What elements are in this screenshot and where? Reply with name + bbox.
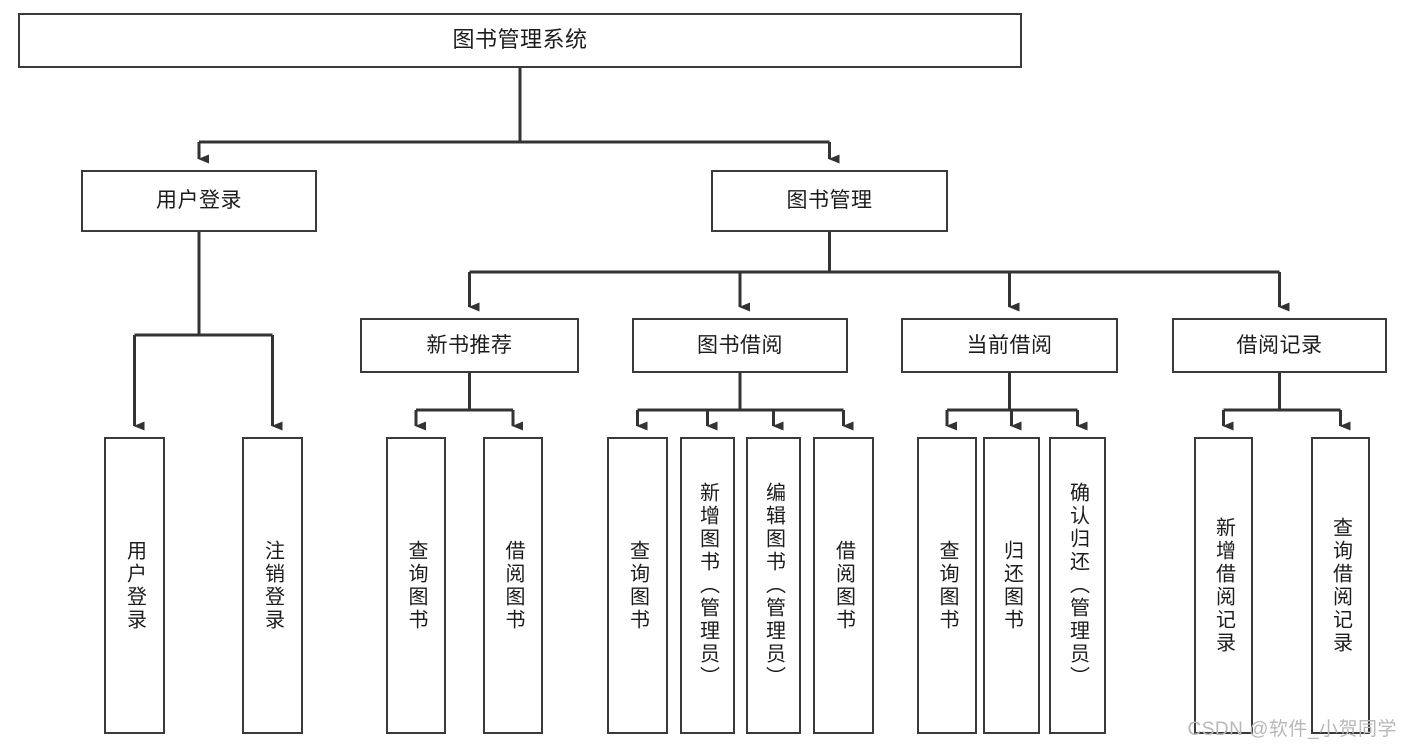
node-label: 用户登录 [123,539,146,632]
node-book-management[interactable]: 图书管理 [711,170,948,232]
node-borrowing-records[interactable]: 借阅记录 [1172,318,1387,373]
node-leaf-query-books-current[interactable]: 查询图书 [917,437,977,734]
node-leaf-return-books[interactable]: 归还图书 [983,437,1040,734]
node-label: 新书推荐 [426,333,513,357]
node-book-borrowing[interactable]: 图书借阅 [632,318,848,373]
node-label: 当前借阅 [966,333,1053,357]
node-label: 借阅记录 [1236,333,1323,357]
node-label: 图书管理系统 [452,27,588,53]
node-label: 借阅图书 [832,539,855,632]
node-label: 图书借阅 [697,333,783,357]
node-leaf-query-books-borrow[interactable]: 查询图书 [607,437,668,734]
node-label: 查询图书 [936,539,958,632]
node-label: 用户登录 [156,189,242,213]
node-label: 新增借阅记录 [1212,516,1235,655]
node-leaf-add-book-admin[interactable]: 新增图书（管理员） [680,437,735,734]
node-label: 查询借阅记录 [1329,516,1352,655]
node-label: 查询图书 [405,539,427,632]
node-label: 确认归还（管理员） [1066,482,1089,689]
node-leaf-query-books-recommend[interactable]: 查询图书 [386,437,446,734]
node-new-book-recommendation[interactable]: 新书推荐 [360,318,579,373]
node-leaf-borrow-books[interactable]: 借阅图书 [813,437,874,734]
node-current-borrowing[interactable]: 当前借阅 [901,318,1118,373]
node-leaf-edit-book-admin[interactable]: 编辑图书（管理员） [746,437,801,734]
node-leaf-add-borrow-record[interactable]: 新增借阅记录 [1194,437,1253,734]
node-label: 注销登录 [261,539,284,632]
node-leaf-borrow-books-recommend[interactable]: 借阅图书 [483,437,543,734]
node-leaf-confirm-return-admin[interactable]: 确认归还（管理员） [1049,437,1106,734]
node-label: 图书管理 [786,189,873,213]
node-label: 借阅图书 [502,539,524,632]
node-leaf-logout[interactable]: 注销登录 [242,437,303,734]
node-leaf-query-borrow-record[interactable]: 查询借阅记录 [1311,437,1370,734]
node-label: 新增图书（管理员） [696,482,719,689]
node-label: 查询图书 [626,539,649,632]
node-root-book-management-system[interactable]: 图书管理系统 [18,13,1022,68]
node-label: 编辑图书（管理员） [762,482,785,689]
node-label: 归还图书 [1000,539,1023,632]
node-leaf-user-login[interactable]: 用户登录 [104,437,165,734]
node-user-login[interactable]: 用户登录 [81,170,317,232]
